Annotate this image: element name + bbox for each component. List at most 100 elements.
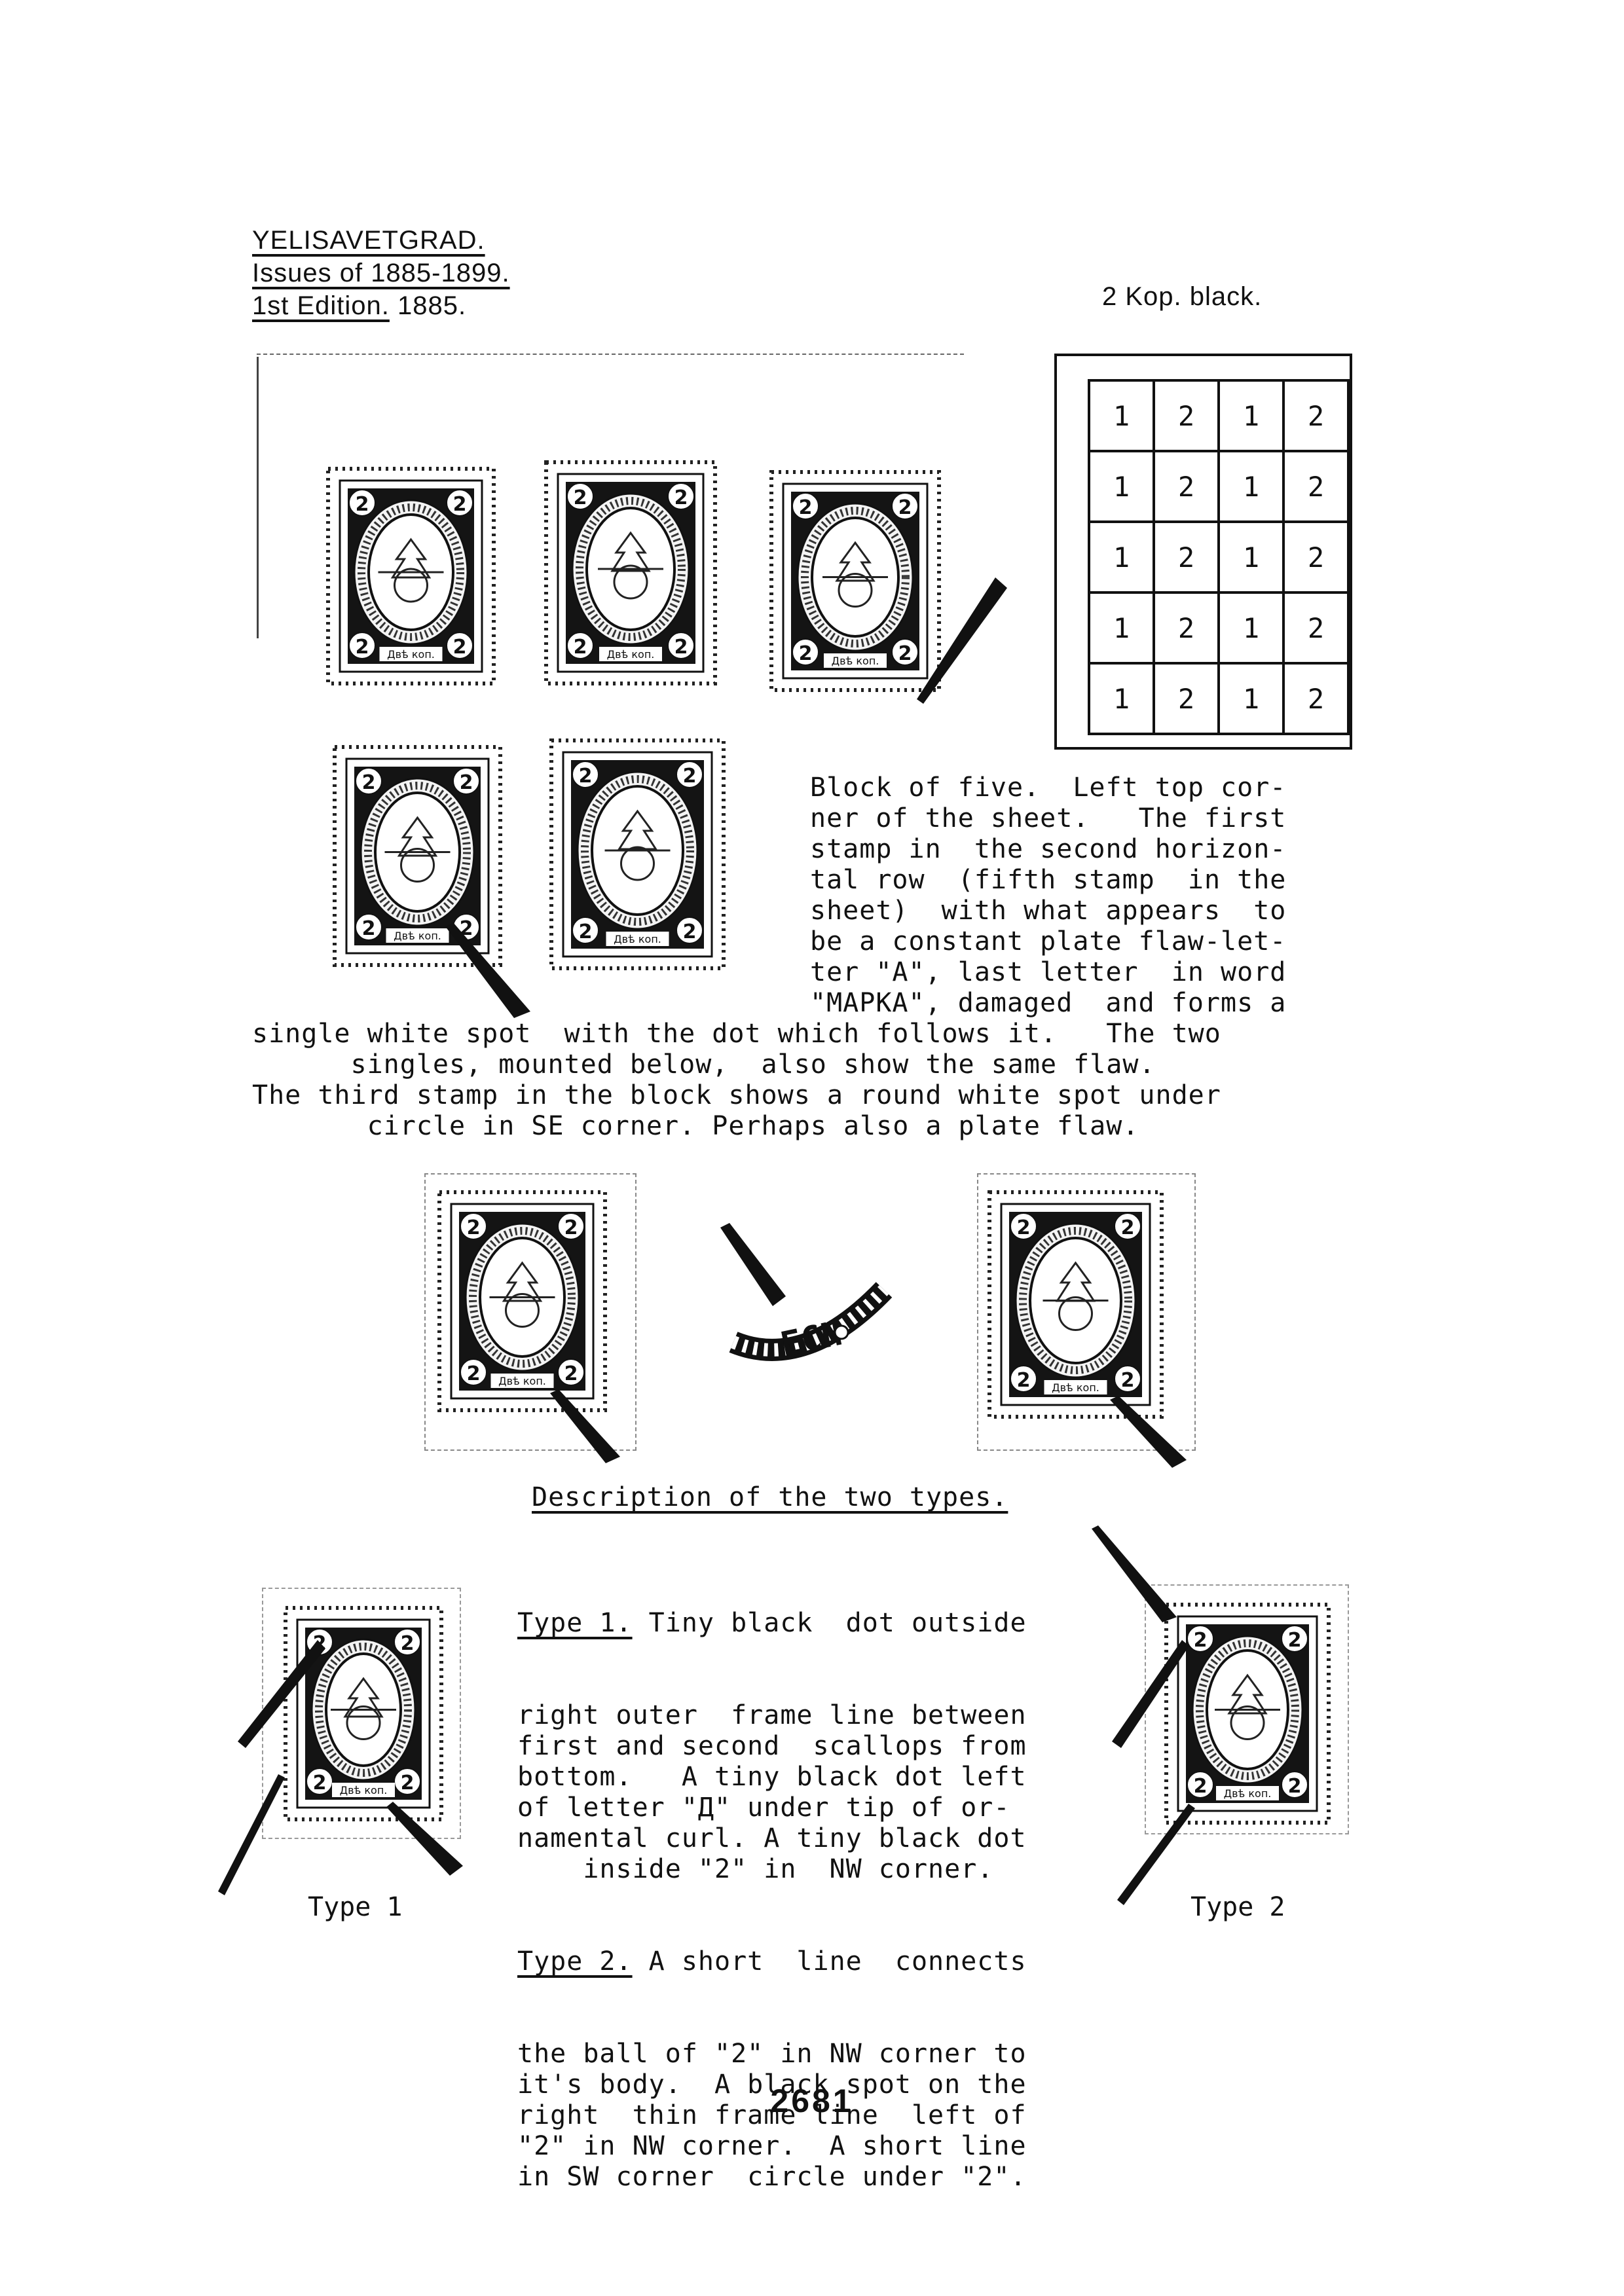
text-line: Block of five. Left top cor- (810, 773, 1287, 803)
text-line: first and second scallops from (517, 1731, 1027, 1761)
text-line: singles, mounted below, also show the sa… (252, 1049, 1156, 1080)
plate-cell: 2 (1153, 450, 1220, 523)
text-line: it's body. A black spot on the (517, 2069, 1027, 2100)
stamp-corner-numeral: 2 (313, 1772, 327, 1795)
edition-year: 1885. (397, 291, 467, 320)
stamp-corner-numeral: 2 (467, 1362, 481, 1385)
stamp-corner-numeral: 2 (799, 642, 813, 665)
stamp-corner-numeral: 2 (1288, 1629, 1302, 1652)
type-2-pointer-upper (1092, 1525, 1177, 1622)
text-line: in SW corner circle under "2". (517, 2162, 1027, 2192)
svg-text:ECH: ECH (777, 1314, 845, 1365)
type-1-pointer-lower-left (218, 1774, 285, 1895)
stamp-corner-numeral: 2 (356, 636, 369, 659)
text-line: bottom. A tiny black dot left (517, 1762, 1027, 1792)
stamp-value-tablet: Двѣ коп. (607, 648, 655, 661)
stamp-corner-numeral: 2 (564, 1216, 578, 1239)
stamp-corner-numeral: 2 (1121, 1369, 1135, 1392)
stamp-corner-numeral: 2 (1194, 1629, 1208, 1652)
stamp-corner-numeral: 2 (460, 771, 473, 794)
text-line: namental curl. A tiny black dot (517, 1823, 1027, 1853)
stamp-corner-numeral: 2 (579, 765, 593, 788)
stamp-corner-numeral: 2 (453, 636, 467, 659)
type-1-caption: Type 1 (308, 1892, 403, 1922)
text-line: inside "2" in NW corner. (517, 1854, 994, 1884)
stamp-corner-numeral: 2 (1288, 1775, 1302, 1798)
text-line: "MAPKA", damaged and forms a (810, 988, 1287, 1018)
stamp-corner-numeral: 2 (467, 1216, 481, 1239)
stamp-corner-numeral: 2 (898, 496, 912, 519)
plate-cell: 1 (1217, 662, 1285, 735)
plate-cell: 1 (1217, 379, 1285, 452)
plate-cell: 1 (1088, 520, 1155, 594)
text-line: right outer frame line between (517, 1700, 1027, 1730)
plate-cell: 2 (1282, 379, 1350, 452)
stamp-corner-numeral: 2 (1121, 1216, 1135, 1239)
issues-line: Issues of 1885-1899. (252, 259, 510, 287)
header-block: YELISAVETGRAD. Issues of 1885-1899. 1st … (252, 224, 510, 322)
flaw-pointer-arrow-block-3 (917, 577, 1007, 704)
plate-cell: 2 (1153, 662, 1220, 735)
text-line: stamp in the second horizon- (810, 834, 1287, 864)
plate-cell: 1 (1217, 450, 1285, 523)
stamp-corner-numeral: 2 (683, 765, 697, 788)
stamp-value-tablet: Двѣ коп. (340, 1784, 388, 1796)
stamp-corner-numeral: 2 (574, 486, 587, 509)
stamp-corner-numeral: 2 (574, 636, 587, 659)
stamp-corner-numeral: 2 (683, 920, 697, 943)
type-1-first-text: Tiny black dot outside (632, 1608, 1027, 1638)
edition-line: 1st Edition. 1885. (252, 289, 510, 322)
stamp-corner-numeral: 2 (1017, 1216, 1031, 1239)
stamp-corner-numeral: 2 (564, 1362, 578, 1385)
type-2-first-text: A short line connects (632, 1946, 1027, 1977)
plate-cell: 2 (1282, 591, 1350, 665)
plate-cell: 2 (1282, 662, 1350, 735)
plate-cell: 2 (1153, 520, 1220, 594)
stamp-corner-numeral: 2 (453, 493, 467, 516)
city-title: YELISAVETGRAD. (252, 226, 485, 255)
plate-cell: 1 (1088, 662, 1155, 735)
stamp-corner-numeral: 2 (1194, 1775, 1208, 1798)
text-line: be a constant plate flaw-let- (810, 926, 1287, 957)
edition-label: 1st Edition. (252, 291, 390, 320)
stamp-corner-numeral: 2 (362, 917, 376, 940)
text-line: tal row (fifth stamp in the (810, 865, 1287, 895)
plate-cell: 2 (1282, 450, 1350, 523)
single-2-mount (977, 1173, 1196, 1451)
stamp-corner-numeral: 2 (579, 920, 593, 943)
type-2-caption: Type 2 (1190, 1892, 1285, 1922)
stamp-corner-numeral: 2 (356, 493, 369, 516)
stamp-corner-numeral: 2 (799, 496, 813, 519)
stamp-corner-numeral: 2 (898, 642, 912, 665)
text-line: right thin frame line left of (517, 2100, 1027, 2130)
page-number: 2681 (770, 2083, 854, 2119)
stamp-corner-numeral: 2 (362, 771, 376, 794)
text-line: sheet) with what appears to (810, 896, 1287, 926)
stamp-value-tablet: Двѣ коп. (614, 933, 661, 945)
plate-cell: 1 (1217, 591, 1285, 665)
type-2-first-line: Type 2. A short line connects (517, 1946, 1027, 1977)
type-1-pointer-lower-right (386, 1802, 463, 1876)
stamp-corner-numeral: 2 (401, 1632, 415, 1655)
